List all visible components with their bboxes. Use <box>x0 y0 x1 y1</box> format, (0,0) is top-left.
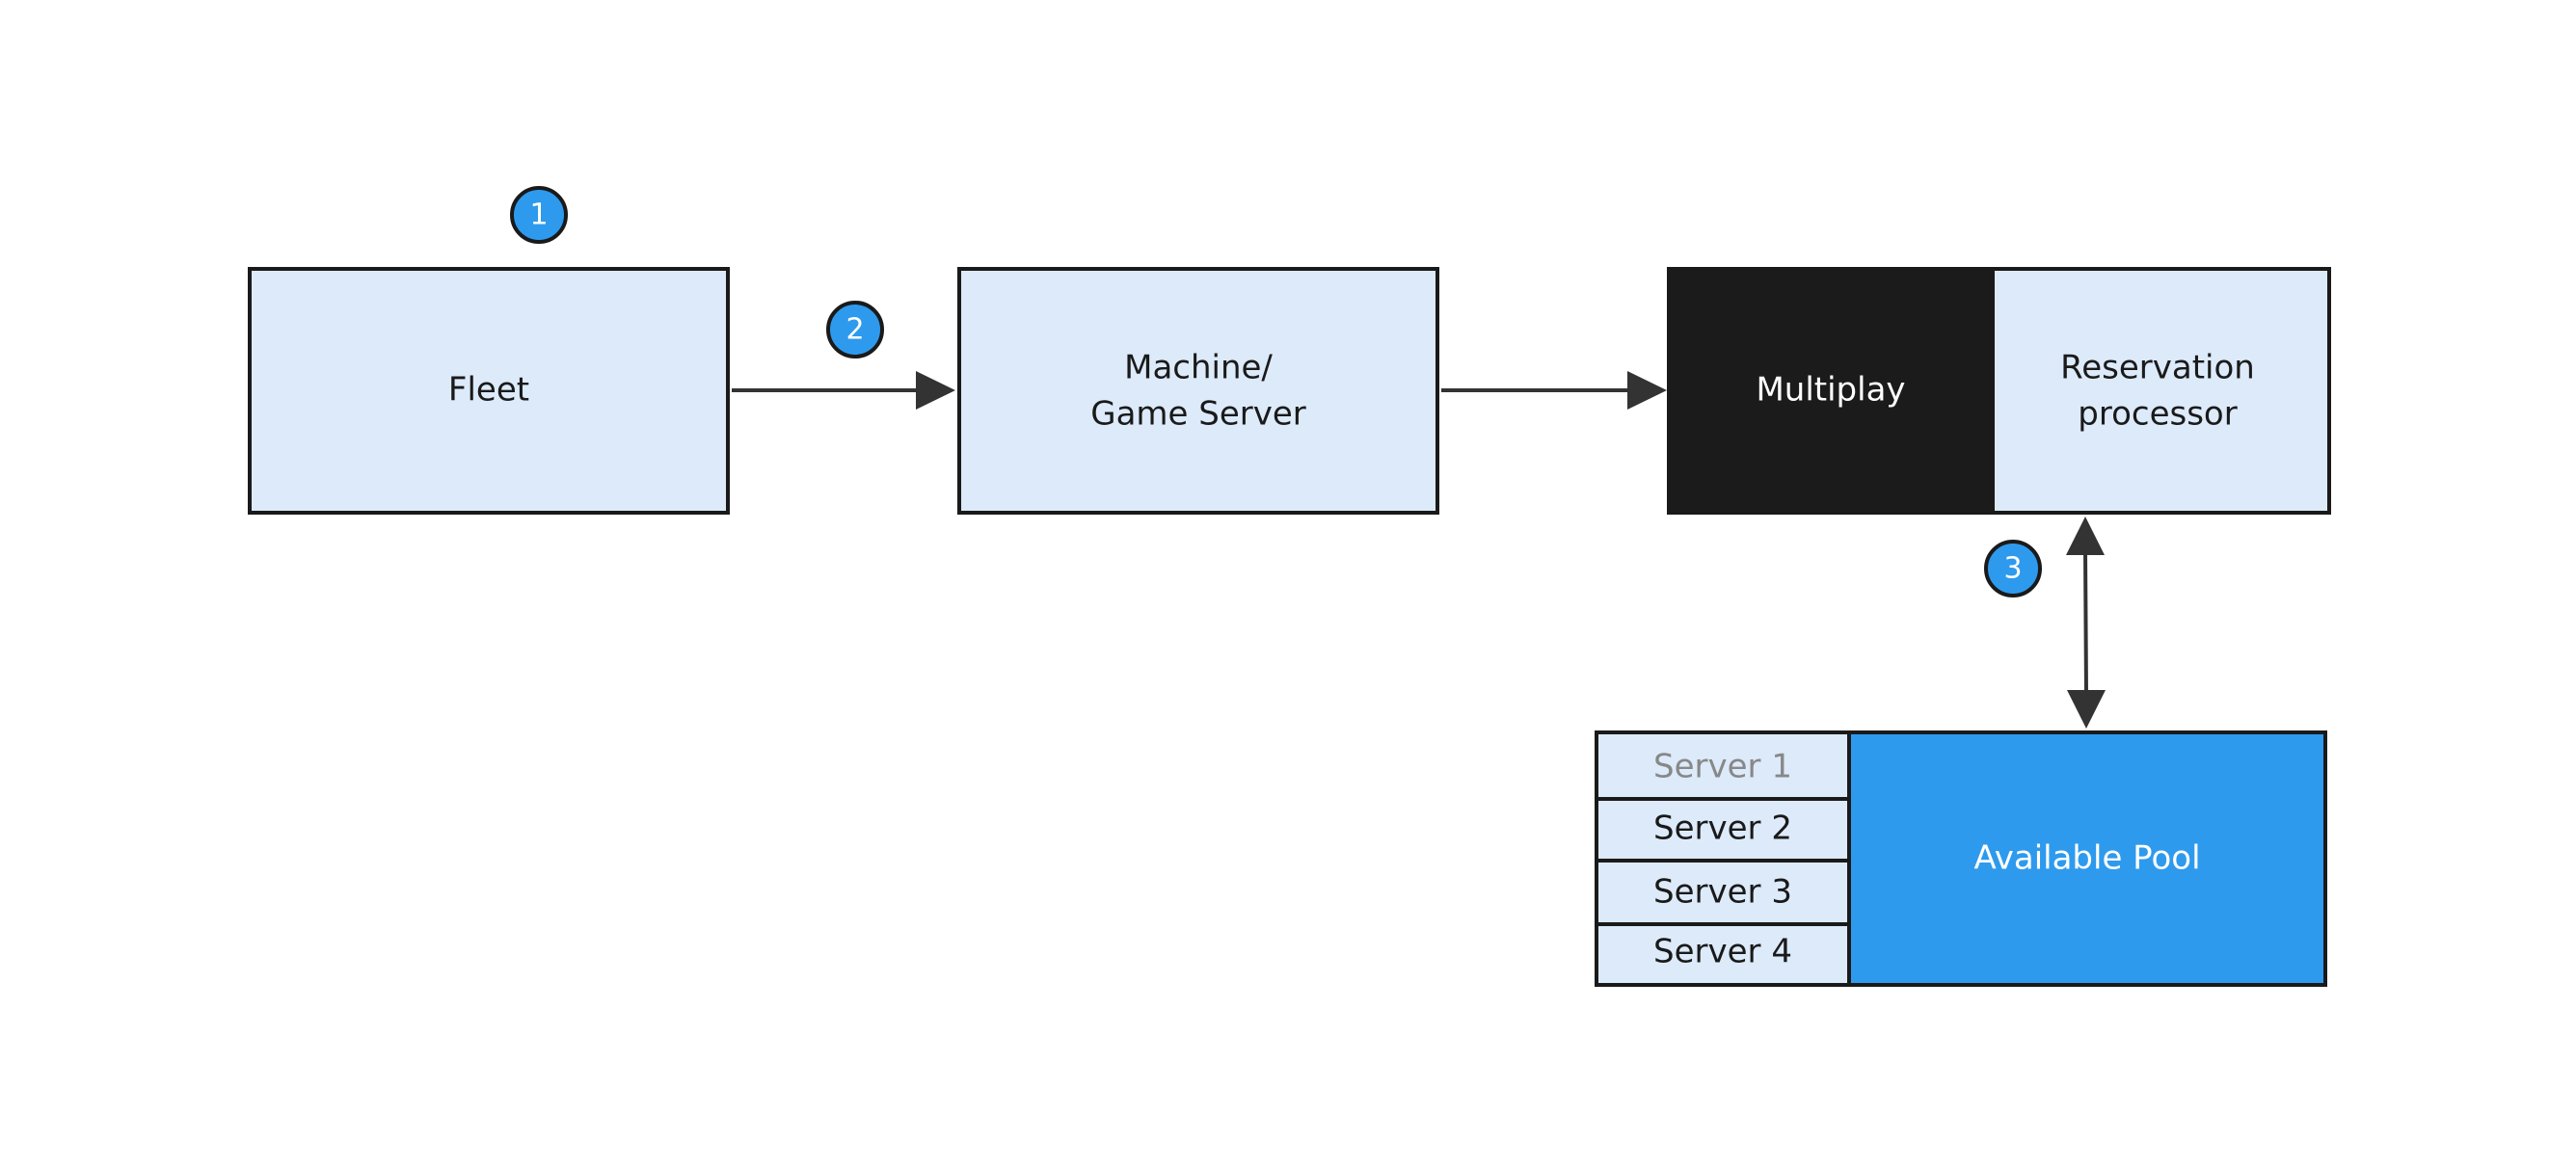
available-pool-label: Available Pool <box>1973 839 2200 878</box>
arrow-fleet-to-machine-head <box>916 371 955 410</box>
available-pool-node[interactable]: Available Pool <box>1847 730 2327 987</box>
fleet-label: Fleet <box>448 371 529 410</box>
badge-3-label: 3 <box>2003 552 2022 586</box>
server-row-1-label: Server 1 <box>1653 748 1792 786</box>
badge-2-circle <box>826 301 884 358</box>
multiplay-label: Multiplay <box>1756 371 1905 410</box>
arrow-machine-to-multiplay-head <box>1627 371 1667 410</box>
badge-2-label: 2 <box>845 313 864 347</box>
server-row-2-label: Server 2 <box>1653 810 1792 848</box>
server-row-4[interactable]: Server 4 <box>1595 922 1851 987</box>
reservation-processor-box[interactable] <box>1991 267 2331 515</box>
arrow-up-head <box>2066 517 2105 555</box>
fleet-box[interactable] <box>248 267 730 515</box>
machine-label-line1: Machine/ <box>1124 349 1273 387</box>
reservation-label-line2: processor <box>2078 395 2237 434</box>
available-pool-box[interactable] <box>1847 730 2327 987</box>
fleet-node[interactable]: Fleet <box>248 267 730 515</box>
arrow-reservation-to-pool <box>2066 517 2106 729</box>
arrow-down-head <box>2067 690 2106 729</box>
arrow-machine-to-multiplay <box>1441 371 1667 410</box>
multiplay-node[interactable]: Multiplay <box>1667 267 1995 515</box>
step-badge-3: 3 <box>1984 540 2042 597</box>
server-row-3[interactable]: Server 3 <box>1595 859 1851 926</box>
reservation-label-line1: Reservation <box>2060 349 2255 387</box>
machine-game-server-box[interactable] <box>957 267 1439 515</box>
step-badge-2: 2 <box>826 301 884 358</box>
multiplay-box[interactable] <box>1667 267 1995 515</box>
server-row-4-box[interactable] <box>1595 922 1851 987</box>
server-row-1[interactable]: Server 1 <box>1595 730 1851 801</box>
arrow-fleet-to-machine <box>732 371 955 410</box>
badge-1-label: 1 <box>529 199 548 232</box>
step-badge-1: 1 <box>510 186 568 244</box>
machine-game-server-node[interactable]: Machine/ Game Server <box>957 267 1439 515</box>
badge-3-circle <box>1984 540 2042 597</box>
server-row-4-label: Server 4 <box>1653 933 1792 971</box>
badge-1-circle <box>510 186 568 244</box>
reservation-processor-node[interactable]: Reservation processor <box>1991 267 2331 515</box>
multiplay-group-outline <box>1667 267 2331 515</box>
server-row-3-label: Server 3 <box>1653 873 1792 912</box>
arrow-reservation-to-pool-shaft <box>2083 548 2088 695</box>
server-row-3-box[interactable] <box>1595 859 1851 926</box>
server-list: Server 1 Server 2 Server 3 Server 4 <box>1595 730 1851 987</box>
server-row-2[interactable]: Server 2 <box>1595 797 1851 863</box>
machine-label-line2: Game Server <box>1090 395 1306 434</box>
